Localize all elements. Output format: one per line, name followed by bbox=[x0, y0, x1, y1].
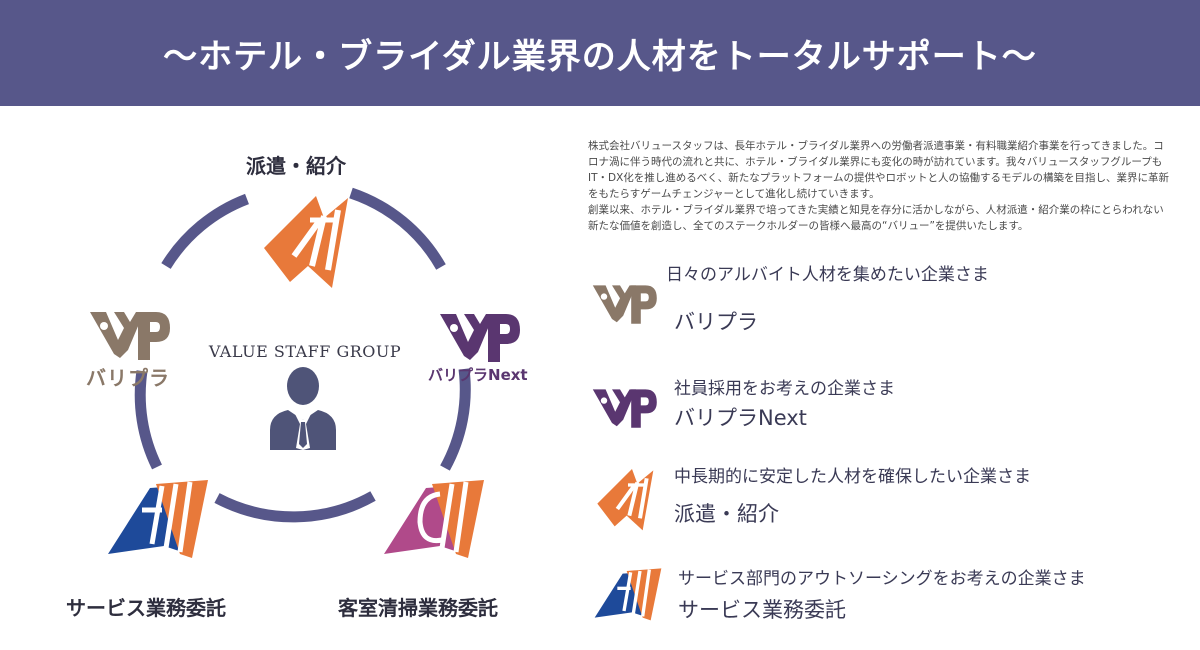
service-item-baripura-next: 社員採用をお考えの企業さま バリプラNext bbox=[588, 370, 1188, 440]
baripura-next-logo-text-b: Next bbox=[488, 366, 528, 384]
page-title: 〜ホテル・ブライダル業界の人材をトータルサポート〜 bbox=[163, 36, 1037, 77]
baripura-next-logo: バリプラNext bbox=[428, 306, 528, 386]
service-name: 派遣・紹介 bbox=[674, 502, 779, 526]
node-label-bottom-right: 客室清掃業務委託 bbox=[338, 596, 498, 620]
service-item-outsourcing: サービス部門のアウトソーシングをお考えの企業さま サービス業務委託 bbox=[588, 560, 1188, 632]
service-subtitle: 社員採用をお考えの企業さま bbox=[674, 379, 895, 399]
service-item-baripura: 日々のアルバイト人材を集めたい企業さま バリプラ bbox=[588, 256, 1188, 336]
person-icon bbox=[270, 367, 336, 450]
service-name: バリプラNext bbox=[674, 406, 807, 430]
baripura-mark-icon bbox=[592, 285, 657, 324]
haken-logo-icon bbox=[264, 196, 348, 288]
service-outsourcing-logo-icon bbox=[594, 568, 662, 621]
service-item-haken: 中長期的に安定した人材を確保したい企業さま 派遣・紹介 bbox=[588, 460, 1188, 532]
company-description: 株式会社バリュースタッフは、長年ホテル・ブライダル業界への労働者派遣事業・有料職… bbox=[588, 140, 1169, 232]
haken-logo-icon bbox=[597, 469, 654, 531]
service-name: バリプラ bbox=[674, 310, 758, 334]
node-label-bottom-left: サービス業務委託 bbox=[66, 596, 226, 620]
baripura-next-mark-icon bbox=[440, 314, 520, 362]
baripura-logo: バリプラ bbox=[84, 304, 174, 390]
service-subtitle: 中長期的に安定した人材を確保したい企業さま bbox=[674, 467, 1031, 487]
node-label-top: 派遣・紹介 bbox=[246, 154, 346, 178]
header-banner: 〜ホテル・ブライダル業界の人材をトータルサポート〜 bbox=[0, 0, 1200, 106]
service-subtitle: 日々のアルバイト人材を集めたい企業さま bbox=[666, 265, 989, 285]
service-name: サービス業務委託 bbox=[678, 598, 846, 622]
service-outsourcing-logo-icon bbox=[108, 480, 208, 558]
service-subtitle: サービス部門のアウトソーシングをお考えの企業さま bbox=[678, 569, 1086, 589]
baripura-next-logo-text: バリプラNext bbox=[428, 364, 528, 385]
baripura-next-mark-icon bbox=[592, 389, 657, 428]
baripura-mark-icon bbox=[90, 312, 170, 360]
baripura-logo-text: バリプラ bbox=[86, 366, 170, 390]
service-ring bbox=[134, 187, 471, 523]
service-diagram: 派遣・紹介 バリプラ バリプラNext VALUE STAFF GROUP bbox=[0, 106, 580, 650]
room-cleaning-logo-icon bbox=[384, 480, 484, 558]
group-name: VALUE STAFF GROUP bbox=[208, 342, 402, 361]
baripura-next-logo-text-a: バリプラ bbox=[428, 366, 489, 384]
